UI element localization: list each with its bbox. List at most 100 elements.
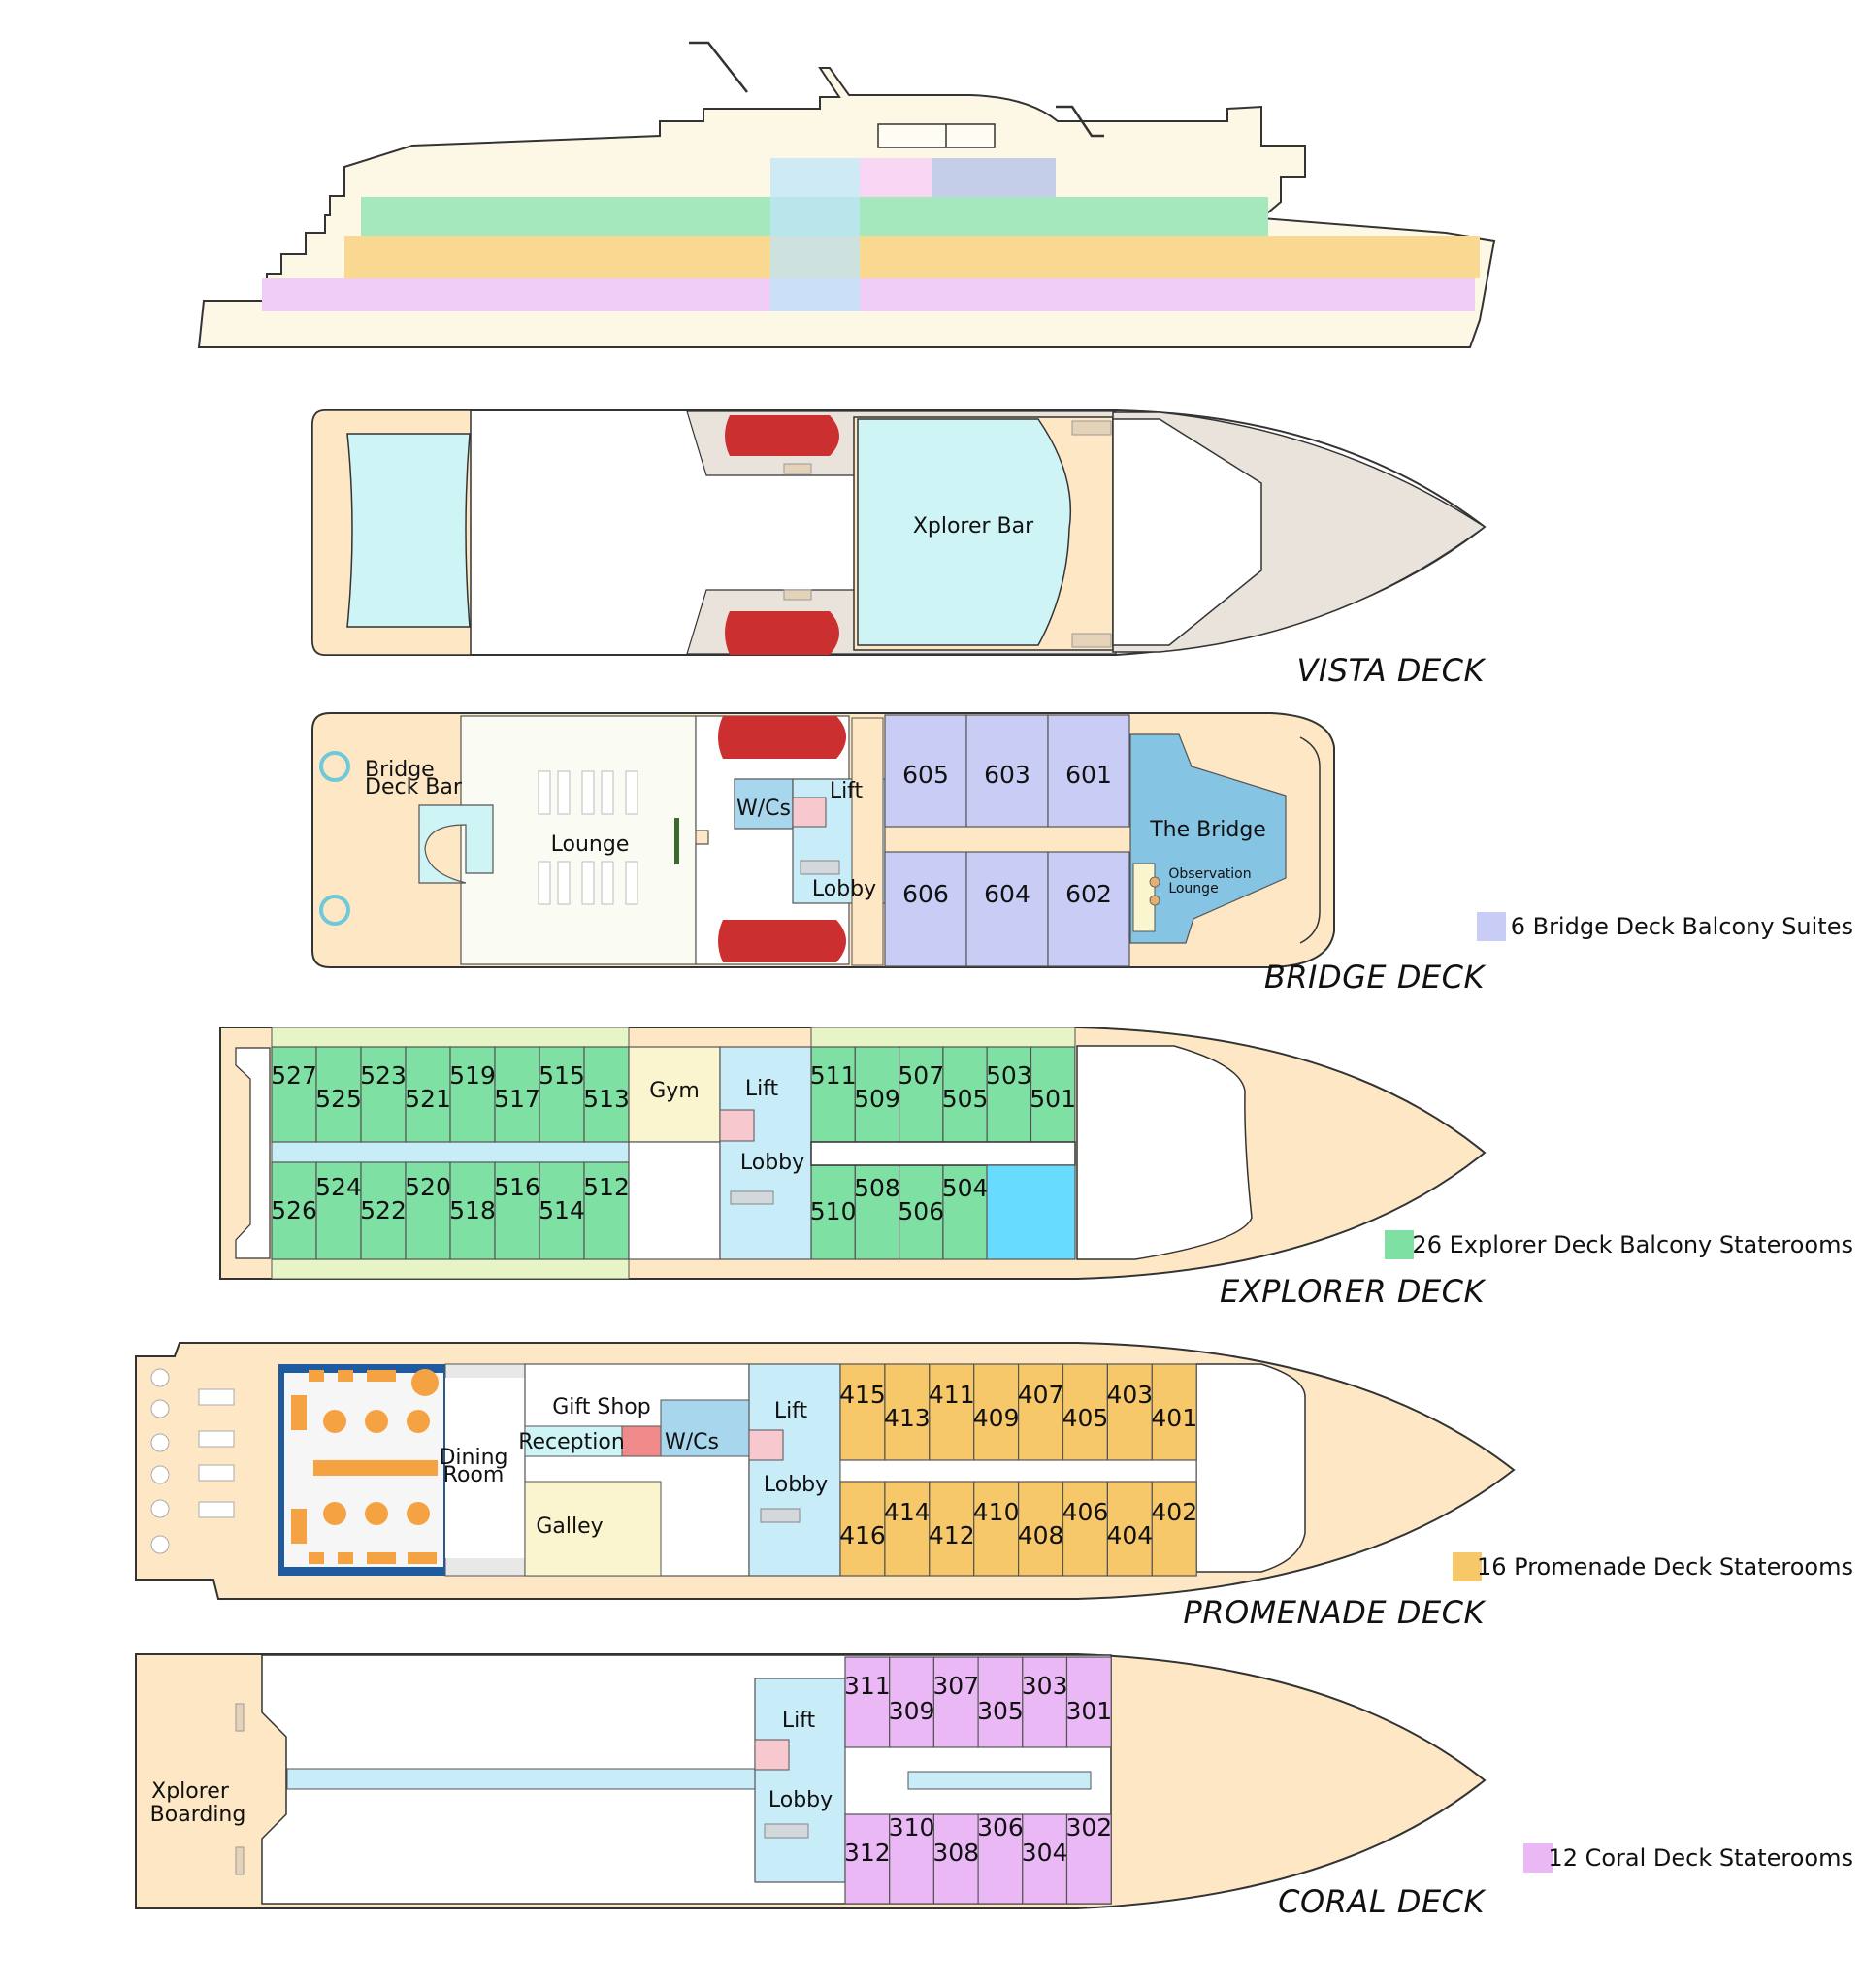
galley-label: Galley — [536, 1515, 603, 1539]
stateroom-number-515: 515 — [539, 1061, 585, 1090]
stateroom-number-506: 506 — [898, 1197, 944, 1225]
explorer-lobby-label: Lobby — [740, 1151, 804, 1175]
stateroom-number-405: 405 — [1062, 1404, 1109, 1432]
stateroom-525 — [315, 1046, 362, 1143]
stateroom-516 — [494, 1161, 540, 1260]
stateroom-515 — [539, 1046, 585, 1143]
explorer-aft-balconies-top — [271, 1027, 630, 1048]
stateroom-604 — [965, 851, 1049, 967]
xplorer-boarding-label-1: Xplorer — [151, 1779, 230, 1804]
gift-shop-label: Gift Shop — [552, 1395, 650, 1419]
stateroom-number-517: 517 — [494, 1085, 540, 1113]
stateroom-405 — [1062, 1363, 1109, 1461]
stateroom-number-606: 606 — [902, 880, 949, 908]
promenade-deck: 4154134114094074054034014164144124104084… — [135, 1342, 1853, 1631]
stateroom-416 — [839, 1481, 886, 1577]
stateroom-number-307: 307 — [932, 1672, 979, 1700]
observation-lounge-label-1: Observation — [1168, 866, 1251, 882]
stateroom-409 — [973, 1363, 1020, 1461]
stateroom-number-605: 605 — [902, 761, 949, 789]
legend-label-coral: 12 Coral Deck Staterooms — [1548, 1844, 1853, 1872]
stateroom-number-309: 309 — [889, 1697, 935, 1725]
lifeboat-bridge-top — [718, 716, 846, 759]
stateroom-number-404: 404 — [1106, 1521, 1153, 1549]
aft-deck-tables — [150, 1368, 235, 1554]
lifeboat-vista-top — [725, 415, 839, 456]
xplorer-bar-room — [857, 418, 1072, 646]
the-bridge-label: The Bridge — [1149, 818, 1266, 842]
legend-swatch-explorer — [1385, 1230, 1414, 1259]
stateroom-512 — [583, 1161, 630, 1260]
galley-room — [524, 1481, 662, 1577]
stateroom-number-604: 604 — [984, 880, 1030, 908]
coral-stair — [764, 1823, 809, 1839]
gym-room — [628, 1046, 721, 1143]
bridge-bar-round-1 — [319, 751, 350, 782]
xplorer-bar-label: Xplorer Bar — [913, 514, 1034, 538]
stateroom-308 — [932, 1813, 979, 1905]
stateroom-306 — [977, 1813, 1024, 1905]
promenade-corridor — [839, 1459, 1197, 1483]
stateroom-415 — [839, 1363, 886, 1461]
stateroom-number-512: 512 — [583, 1173, 630, 1201]
stateroom-603 — [965, 714, 1049, 828]
coral-deck-title: CORAL DECK — [1278, 1883, 1487, 1920]
stateroom-305 — [977, 1656, 1024, 1748]
stateroom-402 — [1151, 1481, 1197, 1577]
stateroom-504 — [942, 1164, 988, 1260]
bridge-deck-title: BRIDGE DECK — [1264, 959, 1487, 995]
stateroom-524 — [315, 1161, 362, 1260]
stateroom-number-603: 603 — [984, 761, 1030, 789]
stateroom-507 — [898, 1046, 944, 1143]
stateroom-number-312: 312 — [844, 1839, 891, 1867]
stateroom-521 — [405, 1046, 451, 1143]
stateroom-number-410: 410 — [973, 1498, 1020, 1526]
bridge-deck-bar-label-1: Bridge — [365, 758, 435, 782]
coral-stair-1 — [235, 1703, 245, 1732]
stateroom-number-412: 412 — [929, 1521, 975, 1549]
vista-pool — [346, 433, 471, 628]
stateroom-number-416: 416 — [839, 1521, 886, 1549]
stateroom-407 — [1017, 1363, 1064, 1461]
stateroom-406 — [1062, 1481, 1109, 1577]
profile-mast-fwd — [1056, 105, 1104, 138]
stateroom-number-509: 509 — [854, 1085, 900, 1113]
stateroom-number-521: 521 — [405, 1085, 451, 1113]
stateroom-505 — [942, 1046, 988, 1143]
dining-tables — [291, 1369, 439, 1564]
stateroom-513 — [583, 1046, 630, 1143]
reception-label: Reception — [518, 1430, 625, 1454]
stateroom-606 — [884, 851, 967, 967]
stateroom-number-302: 302 — [1065, 1813, 1112, 1841]
stateroom-number-301: 301 — [1065, 1697, 1112, 1725]
bridge-stair — [800, 860, 840, 875]
stateroom-303 — [1022, 1656, 1068, 1748]
coral-lobby — [754, 1678, 846, 1883]
explorer-lift — [719, 1109, 755, 1142]
stateroom-number-411: 411 — [929, 1381, 975, 1409]
dining-room-ext-inner — [445, 1378, 525, 1558]
stateroom-number-409: 409 — [973, 1404, 1020, 1432]
promenade-lift — [748, 1429, 784, 1461]
stateroom-526 — [271, 1161, 317, 1260]
promenade-staterooms: 4154134114094074054034014164144124104084… — [839, 1363, 1197, 1577]
stateroom-301 — [1065, 1656, 1112, 1748]
stateroom-518 — [449, 1161, 496, 1260]
lounge-area — [460, 715, 697, 965]
profile-band-lobby — [770, 158, 860, 311]
stateroom-number-504: 504 — [942, 1174, 989, 1202]
stateroom-number-523: 523 — [360, 1061, 407, 1090]
explorer-deck-title: EXPLORER DECK — [1220, 1273, 1487, 1310]
stateroom-number-527: 527 — [271, 1061, 317, 1090]
vista-stair-4 — [1071, 633, 1112, 648]
vista-stair-3 — [1071, 420, 1112, 436]
explorer-lobby — [719, 1046, 812, 1260]
stateroom-number-406: 406 — [1062, 1498, 1109, 1526]
stateroom-number-508: 508 — [854, 1174, 900, 1202]
ship-profile — [197, 41, 1496, 348]
stateroom-302 — [1065, 1813, 1112, 1905]
explorer-staterooms: 5275255235215195175155135265245225205185… — [271, 1046, 1076, 1260]
vista-deck-title: VISTA DECK — [1297, 652, 1487, 689]
